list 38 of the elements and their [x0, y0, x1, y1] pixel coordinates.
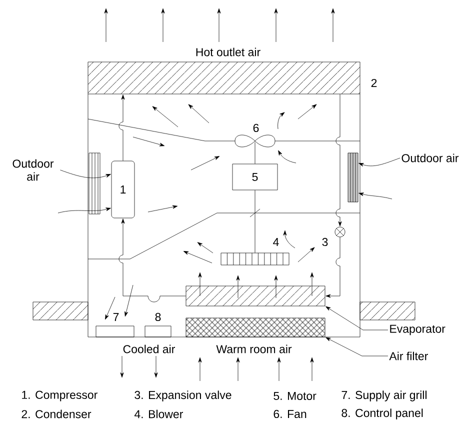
refrigerant-pipe — [118, 218, 186, 302]
key-entry: 6. Fan — [274, 410, 306, 418]
key-entry: 8. Control panel — [342, 408, 423, 420]
air-label: Outdoor air — [402, 154, 459, 162]
grille-block — [348, 152, 358, 202]
panel-box: 8 — [144, 312, 172, 338]
key-entry: 4. Blower — [134, 410, 183, 418]
key-entry: 2. Condenser — [22, 410, 92, 418]
part-label: Air filter — [389, 352, 428, 360]
leader-line — [326, 337, 388, 356]
air-label: Outdoor air — [12, 159, 54, 181]
airflow-arrow — [358, 158, 400, 166]
blower-block: 4 — [220, 238, 290, 266]
motor-box: 5 — [232, 164, 278, 190]
leader-line — [326, 306, 388, 330]
refrigerant-pipe — [326, 237, 340, 298]
node-label: 7 — [113, 313, 119, 321]
key-entry: 5. Motor — [274, 392, 316, 400]
key-entry: 1. Compressor — [22, 390, 98, 402]
evaporator-block — [186, 286, 326, 306]
compressor-box: 1 — [111, 160, 135, 218]
key-entry: 3. Expansion valve — [134, 390, 232, 402]
refrigerant-pipe — [336, 94, 342, 226]
refrigerant-pipe — [118, 94, 125, 161]
shaft-line — [254, 142, 256, 164]
key-entry: 7. Supply air grill — [342, 390, 426, 402]
air-label: Cooled air — [123, 344, 175, 354]
airflow-arrow — [358, 192, 392, 200]
airflow-arrow — [58, 208, 111, 214]
condenser-block: 2 — [88, 62, 377, 94]
grill-box: 7 — [96, 313, 134, 338]
node-label: 2 — [371, 78, 377, 88]
filter-block — [186, 318, 326, 338]
part-label: Evaporator — [390, 324, 446, 336]
node-label: 4 — [273, 238, 279, 246]
shaft-line — [254, 190, 256, 253]
airflow-arrow — [60, 170, 111, 178]
node-label: 8 — [155, 312, 161, 322]
